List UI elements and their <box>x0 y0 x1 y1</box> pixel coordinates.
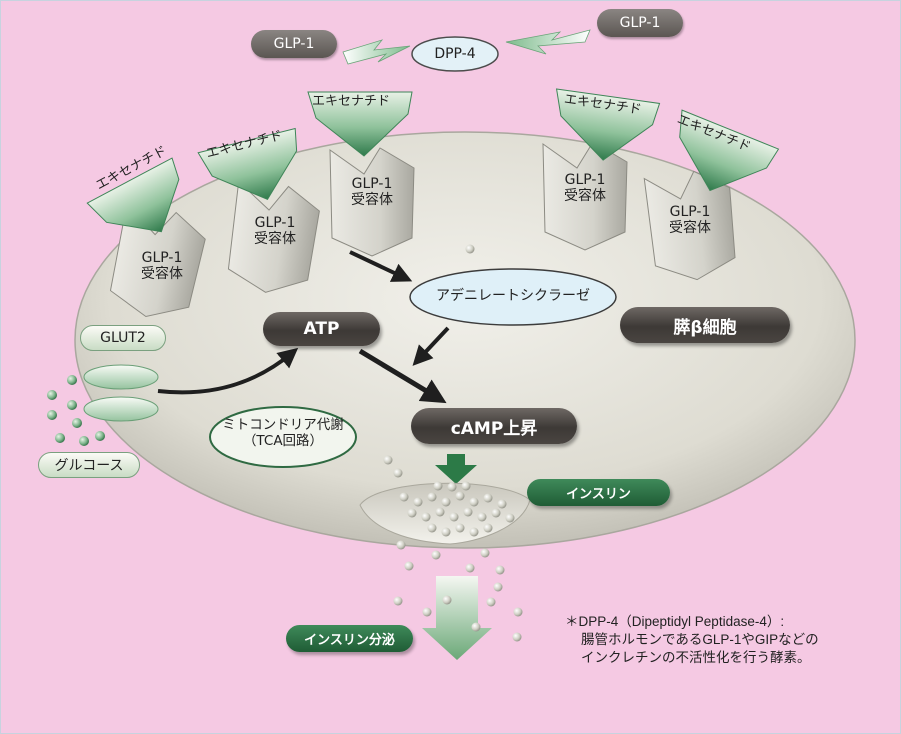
glp1-right-pill: GLP-1 <box>597 9 683 37</box>
pancreatic-beta-cell-pill: 膵β細胞 <box>620 307 790 343</box>
receptor-1-suffix: 受容体 <box>132 266 192 282</box>
glut2-transporter-lower <box>84 397 158 421</box>
receptor-5-name: GLP-1 <box>660 204 720 220</box>
receptor-2-suffix: 受容体 <box>245 231 305 247</box>
receptor-4-name: GLP-1 <box>555 172 615 188</box>
atp-pill: ATP <box>263 312 380 346</box>
receptor-3-suffix: 受容体 <box>342 192 402 208</box>
glut2-transporter-upper <box>84 365 158 389</box>
insulin-secretion-pill: インスリン分泌 <box>286 625 413 652</box>
glut2-pill: GLUT2 <box>80 325 166 351</box>
receptor-5-suffix: 受容体 <box>660 220 720 236</box>
receptor-3-name: GLP-1 <box>342 176 402 192</box>
receptor-label-3: GLP-1 受容体 <box>342 176 402 208</box>
glucose-pill: グルコース <box>38 452 140 478</box>
dpp4-cleavage-bolt-right <box>506 30 590 54</box>
receptor-label-5: GLP-1 受容体 <box>660 204 720 236</box>
exenatide-label-3: エキセナチド <box>312 95 390 110</box>
footnote-line-3: インクレチンの不活性化を行う酵素。 <box>565 649 819 667</box>
receptor-1-name: GLP-1 <box>132 250 192 266</box>
adenylate-cyclase-label: アデニレートシクラーゼ <box>420 288 606 304</box>
insulin-pill: インスリン <box>527 479 670 506</box>
glp1-left-pill: GLP-1 <box>251 30 337 58</box>
footnote-line-1: ＊DPP-4（Dipeptidyl Peptidase-4）: <box>565 613 819 631</box>
camp-increase-pill: cAMP上昇 <box>411 408 577 444</box>
secretion-arrow <box>422 576 492 660</box>
dpp4-cleavage-bolt-left <box>343 40 410 64</box>
dpp4-label: DPP-4 <box>420 46 490 62</box>
receptor-label-4: GLP-1 受容体 <box>555 172 615 204</box>
receptor-4-suffix: 受容体 <box>555 188 615 204</box>
mitochondria-subtitle: （TCA回路） <box>212 434 354 450</box>
mitochondria-label: ミトコンドリア代謝 （TCA回路） <box>212 418 354 449</box>
receptor-label-1: GLP-1 受容体 <box>132 250 192 282</box>
receptor-2-name: GLP-1 <box>245 215 305 231</box>
footnote-line-2: 腸管ホルモンであるGLP-1やGIPなどの <box>565 631 819 649</box>
receptor-label-2: GLP-1 受容体 <box>245 215 305 247</box>
mitochondria-title: ミトコンドリア代謝 <box>212 418 354 434</box>
dpp4-footnote: ＊DPP-4（Dipeptidyl Peptidase-4）: 腸管ホルモンであ… <box>565 613 819 668</box>
